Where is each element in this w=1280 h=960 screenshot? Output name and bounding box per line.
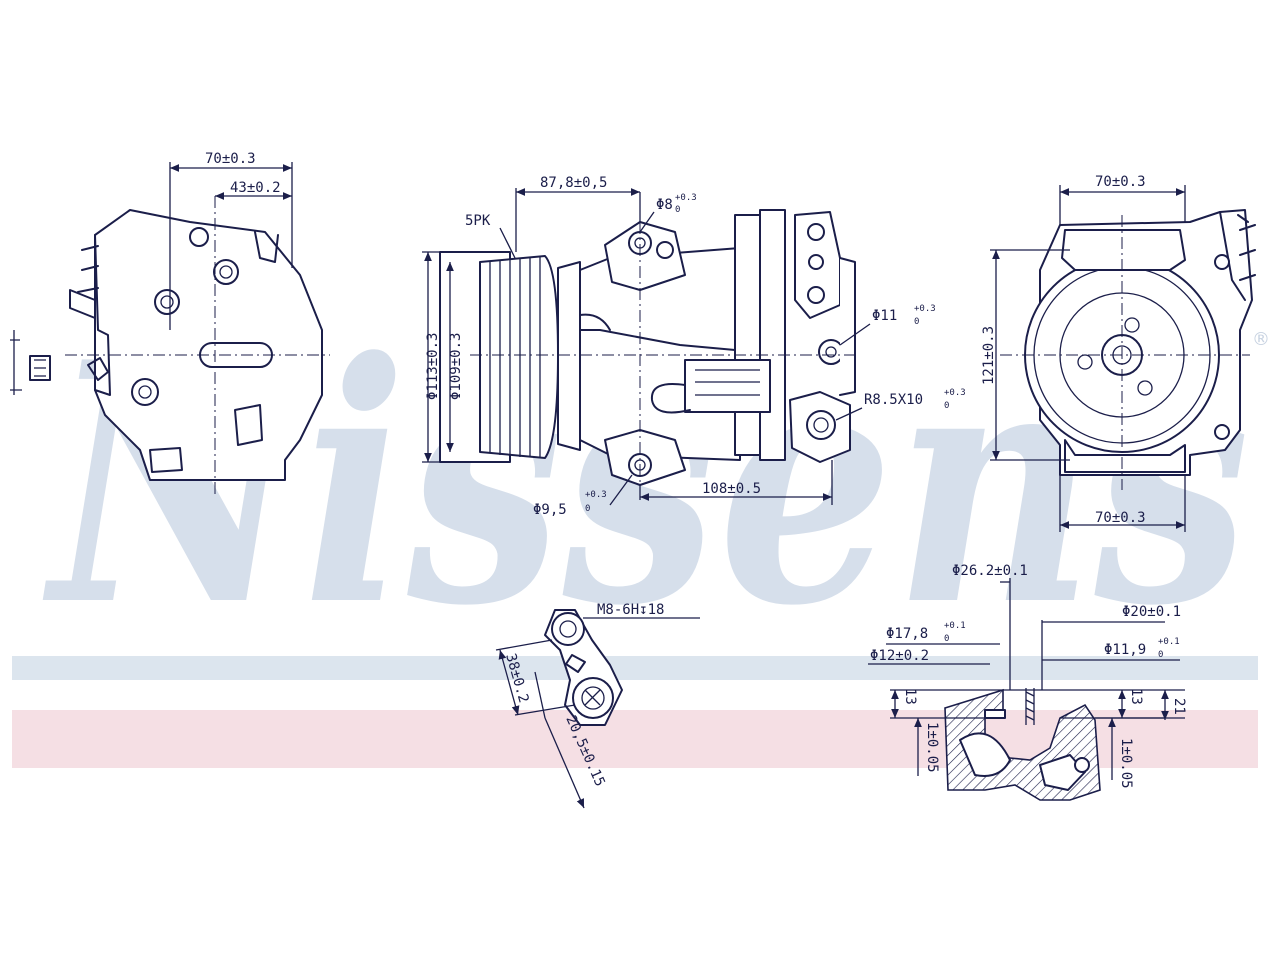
side-width-dim: 70±0.3: [205, 151, 256, 167]
pulley-inner-dim: Φ109±0.3: [448, 333, 464, 400]
bracket-detail: M8-6H↧18 38±0.2 20,5±0.15: [495, 602, 700, 809]
port-d3-dim: Φ17,8: [886, 626, 928, 642]
thread-tol2: 0: [944, 401, 949, 411]
port-d5-dim: Φ11,9: [1104, 642, 1146, 658]
port-d5-tol2: 0: [1158, 650, 1163, 660]
port-d1-dim: Φ26.2±0.1: [952, 563, 1028, 579]
port-d2-dim: Φ20±0.1: [1122, 604, 1181, 620]
port-section: Φ26.2±0.1 Φ20±0.1 Φ17,8 +0.1 0 Φ12±0.2 Φ…: [868, 563, 1187, 801]
registered-mark: ®: [1252, 329, 1270, 350]
port-d4-dim: Φ12±0.2: [870, 648, 929, 664]
hole-top-tol: +0.3: [675, 193, 697, 203]
thread-dim: R8.5X10: [864, 392, 923, 408]
belt-type-label: 5PK: [465, 213, 491, 229]
rear-view: 70±0.3 121±0.3 70±0.3: [981, 174, 1256, 532]
thread-tol: +0.3: [944, 388, 966, 398]
front-view: 87,8±0,5 Φ8 +0.3 0 5PK Φ113±0.3 Φ109±0.3…: [422, 175, 966, 518]
hole-bottom-dim: Φ9,5: [533, 502, 567, 518]
hole-bottom-tol2: 0: [585, 504, 590, 514]
bracket-thread-dim: M8-6H↧18: [597, 602, 664, 618]
port-tol2: 0: [914, 317, 919, 327]
hole-top-dim: Φ8: [656, 197, 673, 213]
port-tol: +0.3: [914, 304, 936, 314]
hole-bottom-tol: +0.3: [585, 490, 607, 500]
connector-symbol: [10, 330, 51, 395]
length-dim: 108±0.5: [702, 481, 761, 497]
hole-top-tol2: 0: [675, 205, 680, 215]
side-offset-dim: 43±0.2: [230, 180, 281, 196]
port-d3-tol2: 0: [944, 634, 949, 644]
port-d3-tol: +0.1: [944, 621, 966, 631]
port-d5-tol: +0.1: [1158, 637, 1180, 647]
port-h3-dim: 13: [1128, 688, 1144, 705]
port-dim: Φ11: [872, 308, 897, 324]
rear-width-bottom-dim: 70±0.3: [1095, 510, 1146, 526]
port-h1-dim: 13: [902, 688, 918, 705]
rear-width-top-dim: 70±0.3: [1095, 174, 1146, 190]
pulley-outer-dim: Φ113±0.3: [425, 333, 441, 400]
side-view: 70±0.3 43±0.2: [10, 151, 330, 495]
port-h4-dim: 21: [1171, 698, 1187, 715]
rear-height-dim: 121±0.3: [981, 326, 997, 385]
hub-offset-dim: 87,8±0,5: [540, 175, 607, 191]
port-h5-dim: 1±0.05: [1118, 738, 1134, 789]
port-h2-dim: 1±0.05: [924, 722, 940, 773]
